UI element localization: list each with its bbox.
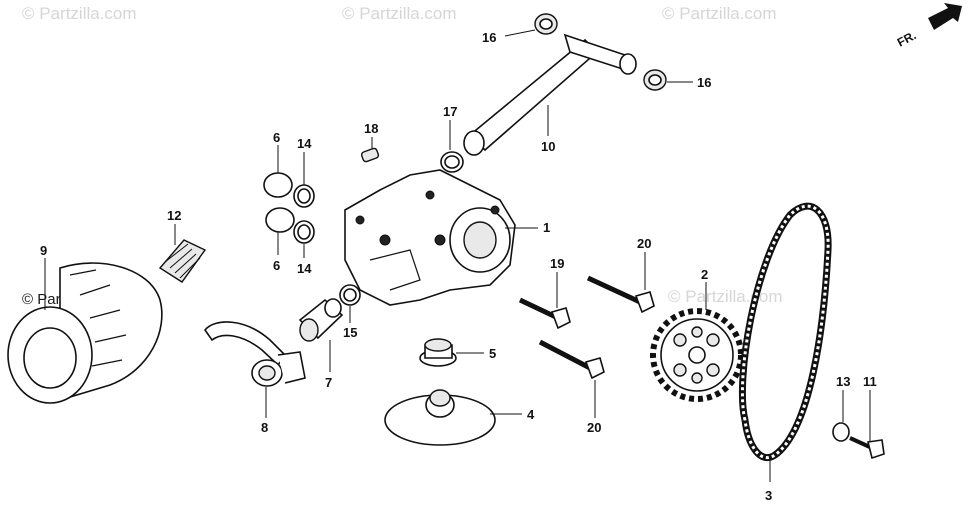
front-label: FR.	[895, 28, 919, 49]
callout-19: 19	[550, 256, 564, 271]
leader-lines	[44, 29, 871, 482]
callout-4: 4	[527, 407, 535, 422]
dowel-pin	[360, 147, 380, 163]
callout-2: 2	[701, 267, 708, 282]
dowel-collars	[263, 172, 295, 233]
front-direction-arrow: FR.	[895, 3, 962, 50]
callout-14: 14	[297, 261, 312, 276]
callout-7: 7	[325, 375, 332, 390]
oil-filter-bolt	[158, 239, 207, 283]
callout-15: 15	[343, 325, 357, 340]
oil-filter	[7, 262, 163, 404]
callout-11: 11	[863, 374, 877, 389]
oil-pump-sprocket	[650, 308, 744, 402]
oil-pump-assembly	[344, 169, 516, 306]
callout-3: 3	[765, 488, 772, 503]
pipe-seals	[534, 13, 667, 91]
washer	[832, 422, 850, 442]
callout-1: 1	[543, 220, 550, 235]
callout-18: 18	[364, 121, 378, 136]
chain-guide-bolt	[849, 436, 885, 460]
pump-driven-sprocket-flange	[384, 389, 496, 446]
watermark: © Partzilla.com	[22, 4, 137, 23]
callout-13: 13	[836, 374, 850, 389]
o-rings	[293, 151, 464, 306]
callout-20: 20	[587, 420, 601, 435]
callout-6: 6	[273, 130, 280, 145]
callout-numbers: 1 2 3 4 5 6 6 7 8 9 10 11 12 13 14 14 15…	[40, 30, 877, 503]
callout-8: 8	[261, 420, 268, 435]
watermark: © Partzilla.com	[662, 4, 777, 23]
callout-12: 12	[167, 208, 181, 223]
callout-9: 9	[40, 243, 47, 258]
oil-strainer	[203, 321, 306, 387]
callout-10: 10	[541, 139, 555, 154]
callout-16: 16	[697, 75, 711, 90]
callout-17: 17	[443, 104, 457, 119]
watermark: © Partzilla.com	[668, 287, 783, 306]
flange-nut	[419, 338, 457, 367]
callout-6: 6	[273, 258, 280, 273]
bolts	[518, 275, 655, 380]
oil-pump-chain	[738, 202, 832, 461]
callout-14: 14	[297, 136, 312, 151]
oil-pipe	[463, 33, 637, 156]
watermark: © Partzilla.com	[342, 4, 457, 23]
oil-pump-joint	[298, 298, 344, 342]
callout-20: 20	[637, 236, 651, 251]
callout-5: 5	[489, 346, 496, 361]
callout-16: 16	[482, 30, 496, 45]
